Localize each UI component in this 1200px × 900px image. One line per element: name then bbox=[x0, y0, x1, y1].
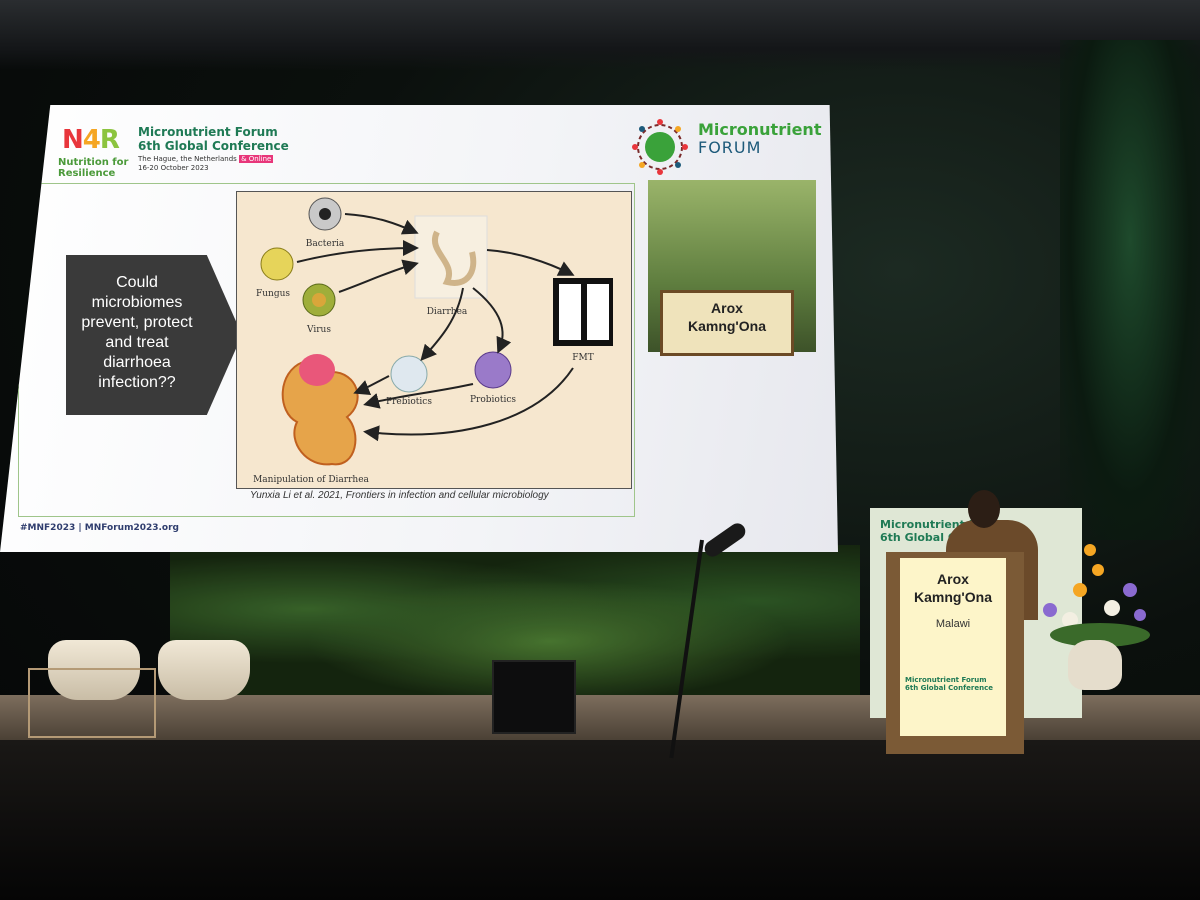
probiotics-label: Probiotics bbox=[470, 395, 516, 405]
slide-speaker-name-card: Arox Kamng'Ona bbox=[660, 290, 794, 356]
micronutrient-forum-globe-icon bbox=[632, 119, 688, 175]
figure-citation: Yunxia Li et al. 2021, Frontiers in infe… bbox=[250, 490, 549, 501]
fungus-icon bbox=[260, 247, 294, 281]
ceiling-truss bbox=[0, 0, 1200, 70]
back-wall-foliage bbox=[1060, 40, 1200, 540]
probiotics-icon bbox=[474, 351, 512, 389]
podium-logo-text: Micronutrient Forum 6th Global Conferenc… bbox=[905, 676, 993, 692]
leaf-backdrop bbox=[170, 545, 860, 705]
speaker-head bbox=[968, 490, 1000, 528]
micronutrient-forum-name: Micronutrient FORUM bbox=[698, 120, 822, 157]
slide-footer: #MNF2023 | MNForum2023.org bbox=[20, 523, 179, 533]
n4r-tagline: Nutrition for Resilience bbox=[58, 157, 129, 179]
prebiotics-label: Prebiotics bbox=[386, 397, 432, 407]
stage-front bbox=[0, 740, 1200, 900]
virus-label: Virus bbox=[306, 325, 331, 335]
lounge-chair bbox=[158, 640, 250, 700]
projection-screen: N4R Nutrition for Resilience Micronutrie… bbox=[0, 105, 838, 552]
question-arrow-box bbox=[66, 255, 242, 415]
flower-arrangement bbox=[1043, 544, 1150, 647]
manipulation-label: Manipulation of Diarrhea bbox=[253, 475, 369, 485]
lounge-chair bbox=[48, 640, 140, 700]
conference-title: Micronutrient Forum 6th Global Conferenc… bbox=[138, 125, 289, 153]
presentation-slide: N4R Nutrition for Resilience Micronutrie… bbox=[0, 105, 838, 552]
microbiome-diagram: Bacteria Fungus Virus Diarrhea FMT Prebi… bbox=[236, 191, 632, 489]
podium-speaker-name: Arox Kamng'Ona bbox=[913, 571, 992, 605]
diarrhea-label: Diarrhea bbox=[427, 307, 468, 317]
prebiotics-icon bbox=[390, 355, 428, 393]
confidence-monitor bbox=[492, 660, 576, 734]
fmt-label: FMT bbox=[572, 353, 593, 363]
podium-country: Malawi bbox=[935, 618, 971, 630]
n4r-logo: N4R bbox=[62, 125, 120, 155]
question-text: Could microbiomes prevent, protect and t… bbox=[81, 274, 193, 391]
podium-sign bbox=[900, 558, 1006, 736]
fungus-label: Fungus bbox=[256, 289, 290, 299]
conference-details: The Hague, the Netherlands & Online 16-2… bbox=[138, 155, 274, 172]
side-table bbox=[28, 668, 156, 738]
flower-vase bbox=[1068, 640, 1122, 690]
bacteria-label: Bacteria bbox=[306, 239, 345, 249]
